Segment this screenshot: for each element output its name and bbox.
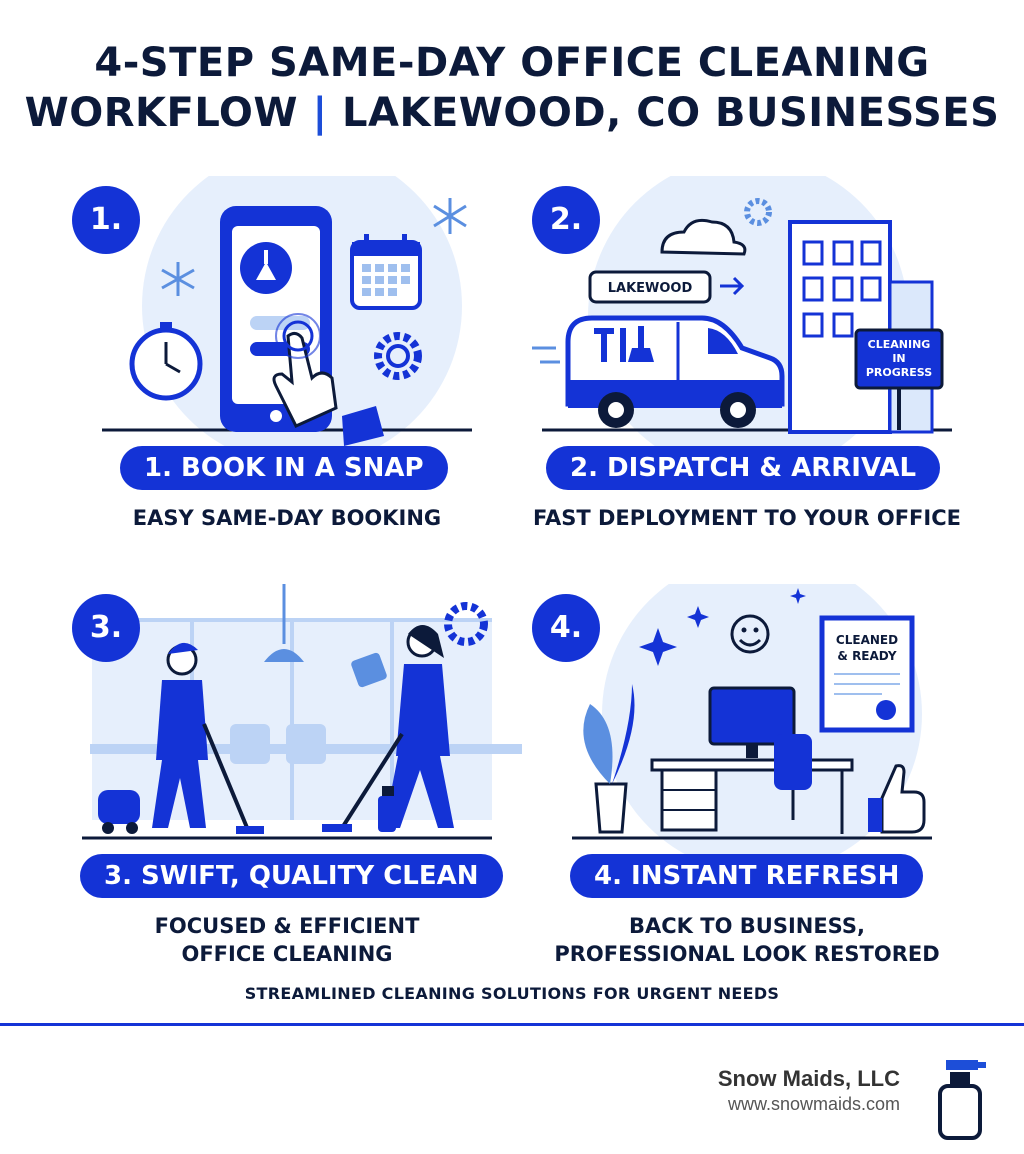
footer-divider [0,1023,1024,1026]
tap-hand-icon [272,313,384,446]
step-3-heading: 3. SWIFT, QUALITY CLEAN [80,854,503,898]
cleaning-illustration [82,584,522,840]
gear-icon [744,198,772,226]
sparkle-icon [639,588,806,666]
desk-icon [650,758,854,834]
gear-icon [444,602,488,646]
company-info: Snow Maids, LLC www.snowmaids.com [718,1066,900,1115]
spray-bottle-icon [378,786,396,832]
van-icon [532,315,785,428]
svg-text:CLEANED& READY: CLEANED& READY [836,633,898,663]
stopwatch-icon [129,322,203,401]
step-2-subtitle: FAST DEPLOYMENT TO YOUR OFFICE [533,506,961,530]
title-separator: | [312,90,328,136]
lakewood-sign: LAKEWOOD [588,270,745,304]
lakewood-label: LAKEWOOD [608,281,693,296]
booking-illustration [102,176,472,456]
title-location: LAKEWOOD, CO BUSINESSES [342,90,1000,136]
cleaner-wiping-icon [322,625,454,832]
lamp-icon [264,649,304,662]
cloud-icon [660,218,747,256]
step-1-heading: 1. BOOK IN A SNAP [120,446,448,490]
cleaner-vacuum-icon [98,642,264,834]
step-4-badge: 4. [532,594,600,662]
step-1-subtitle: EASY SAME-DAY BOOKING [132,506,442,530]
tagline: STREAMLINED CLEANING SOLUTIONS FOR URGEN… [244,984,780,1003]
step-1-badge: 1. [72,186,140,254]
calendar-icon [350,234,422,310]
office-chair-icon [774,734,812,820]
step-3-badge: 3. [72,594,140,662]
step-2-badge: 2. [532,186,600,254]
step-3-clean: 3. 3. SWIFT, QUALITY CLEAN FOCUSED & EFF… [52,584,522,1054]
monitor-icon [708,686,796,758]
company-url[interactable]: www.snowmaids.com [727,1094,900,1114]
step-1-book: 1. 1. BOOK IN A SNAP EASY SAME-DAY BOOKI… [52,176,522,646]
title-line-2: WORKFLOW | LAKEWOOD, CO BUSINESSES [0,88,1024,138]
plant-icon [583,684,635,834]
smiley-icon [730,614,770,654]
gear-icon [374,332,422,380]
spray-bottle-logo-icon [938,1060,986,1140]
title-line-1: 4-STEP SAME-DAY OFFICE CLEANING [94,40,930,86]
refresh-illustration: CLEANED& READY [572,584,932,864]
step-4-subtitle: BACK TO BUSINESS, PROFESSIONAL LOOK REST… [554,914,940,966]
building-icon [788,220,934,434]
snowflake-icon [161,198,467,296]
certificate-icon: CLEANED& READY [819,615,915,733]
page-title: 4-STEP SAME-DAY OFFICE CLEANING WORKFLOW… [0,38,1024,138]
footer: Snow Maids, LLC www.snowmaids.com [0,1030,1024,1154]
step-4-refresh: CLEANED& READY 4. 4. INSTANT REFRESH BAC… [512,584,982,1054]
step-4-heading: 4. INSTANT REFRESH [570,854,924,898]
title-workflow: WORKFLOW [24,90,299,136]
company-name: Snow Maids, LLC [717,1066,900,1091]
thumbs-up-icon [868,764,926,834]
step-3-subtitle: FOCUSED & EFFICIENT OFFICE CLEANING [154,914,420,966]
office-chairs-icon [90,724,522,764]
step-2-heading: 2. DISPATCH & ARRIVAL [546,446,941,490]
